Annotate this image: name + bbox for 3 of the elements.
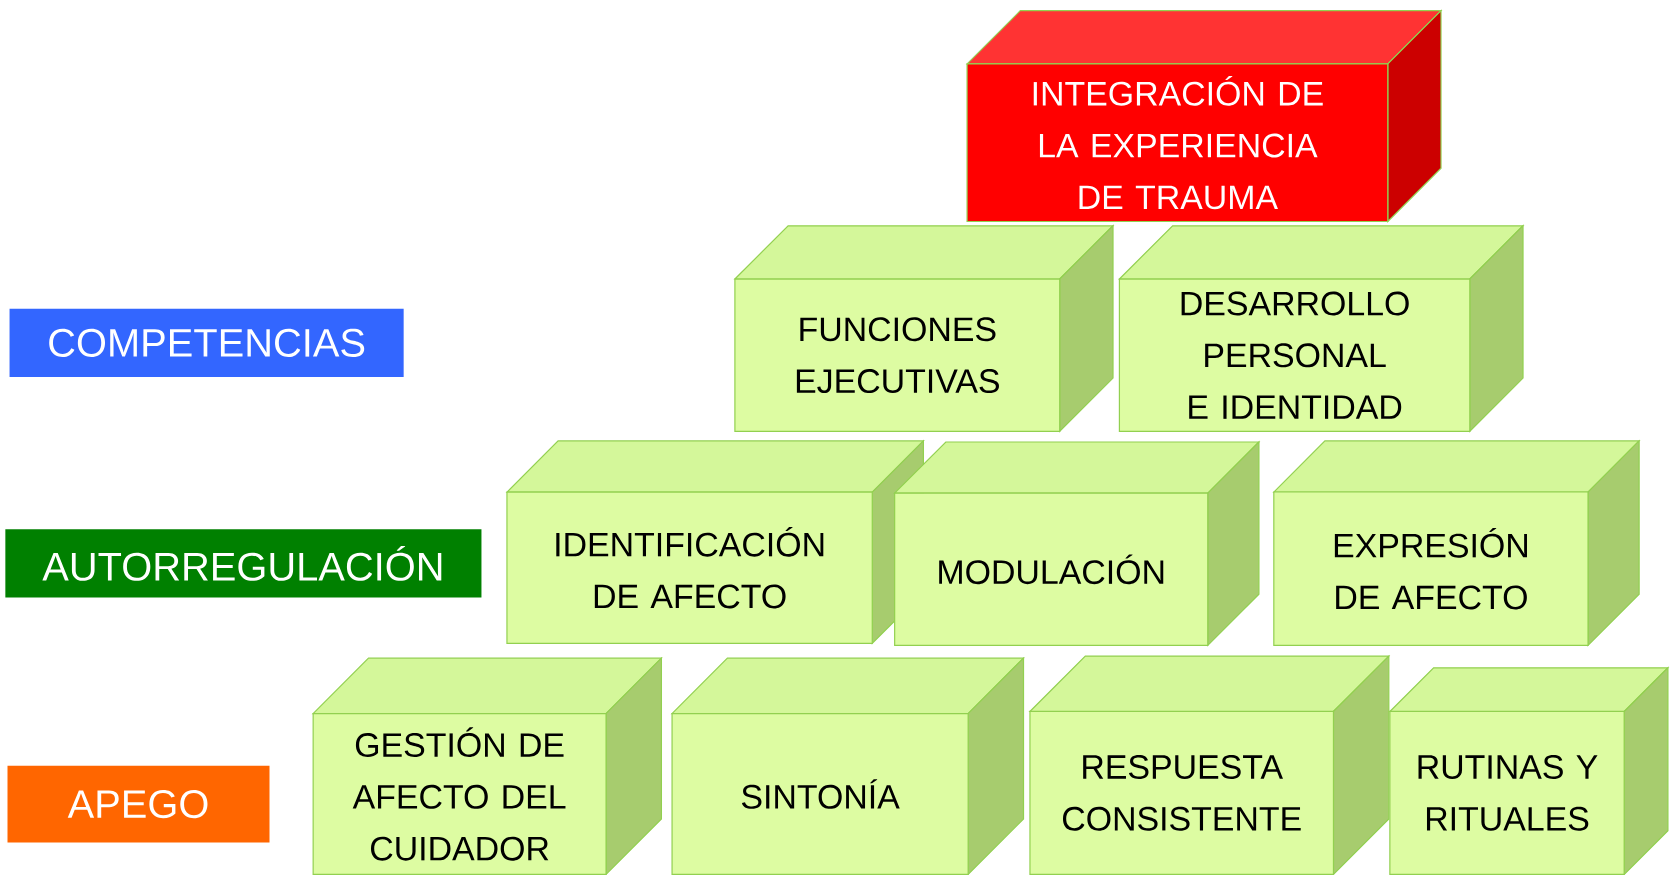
level-label: AUTORREGULACIÓN bbox=[5, 529, 482, 598]
level-label: COMPETENCIAS bbox=[9, 308, 404, 377]
level-label: APEGO bbox=[7, 765, 270, 843]
